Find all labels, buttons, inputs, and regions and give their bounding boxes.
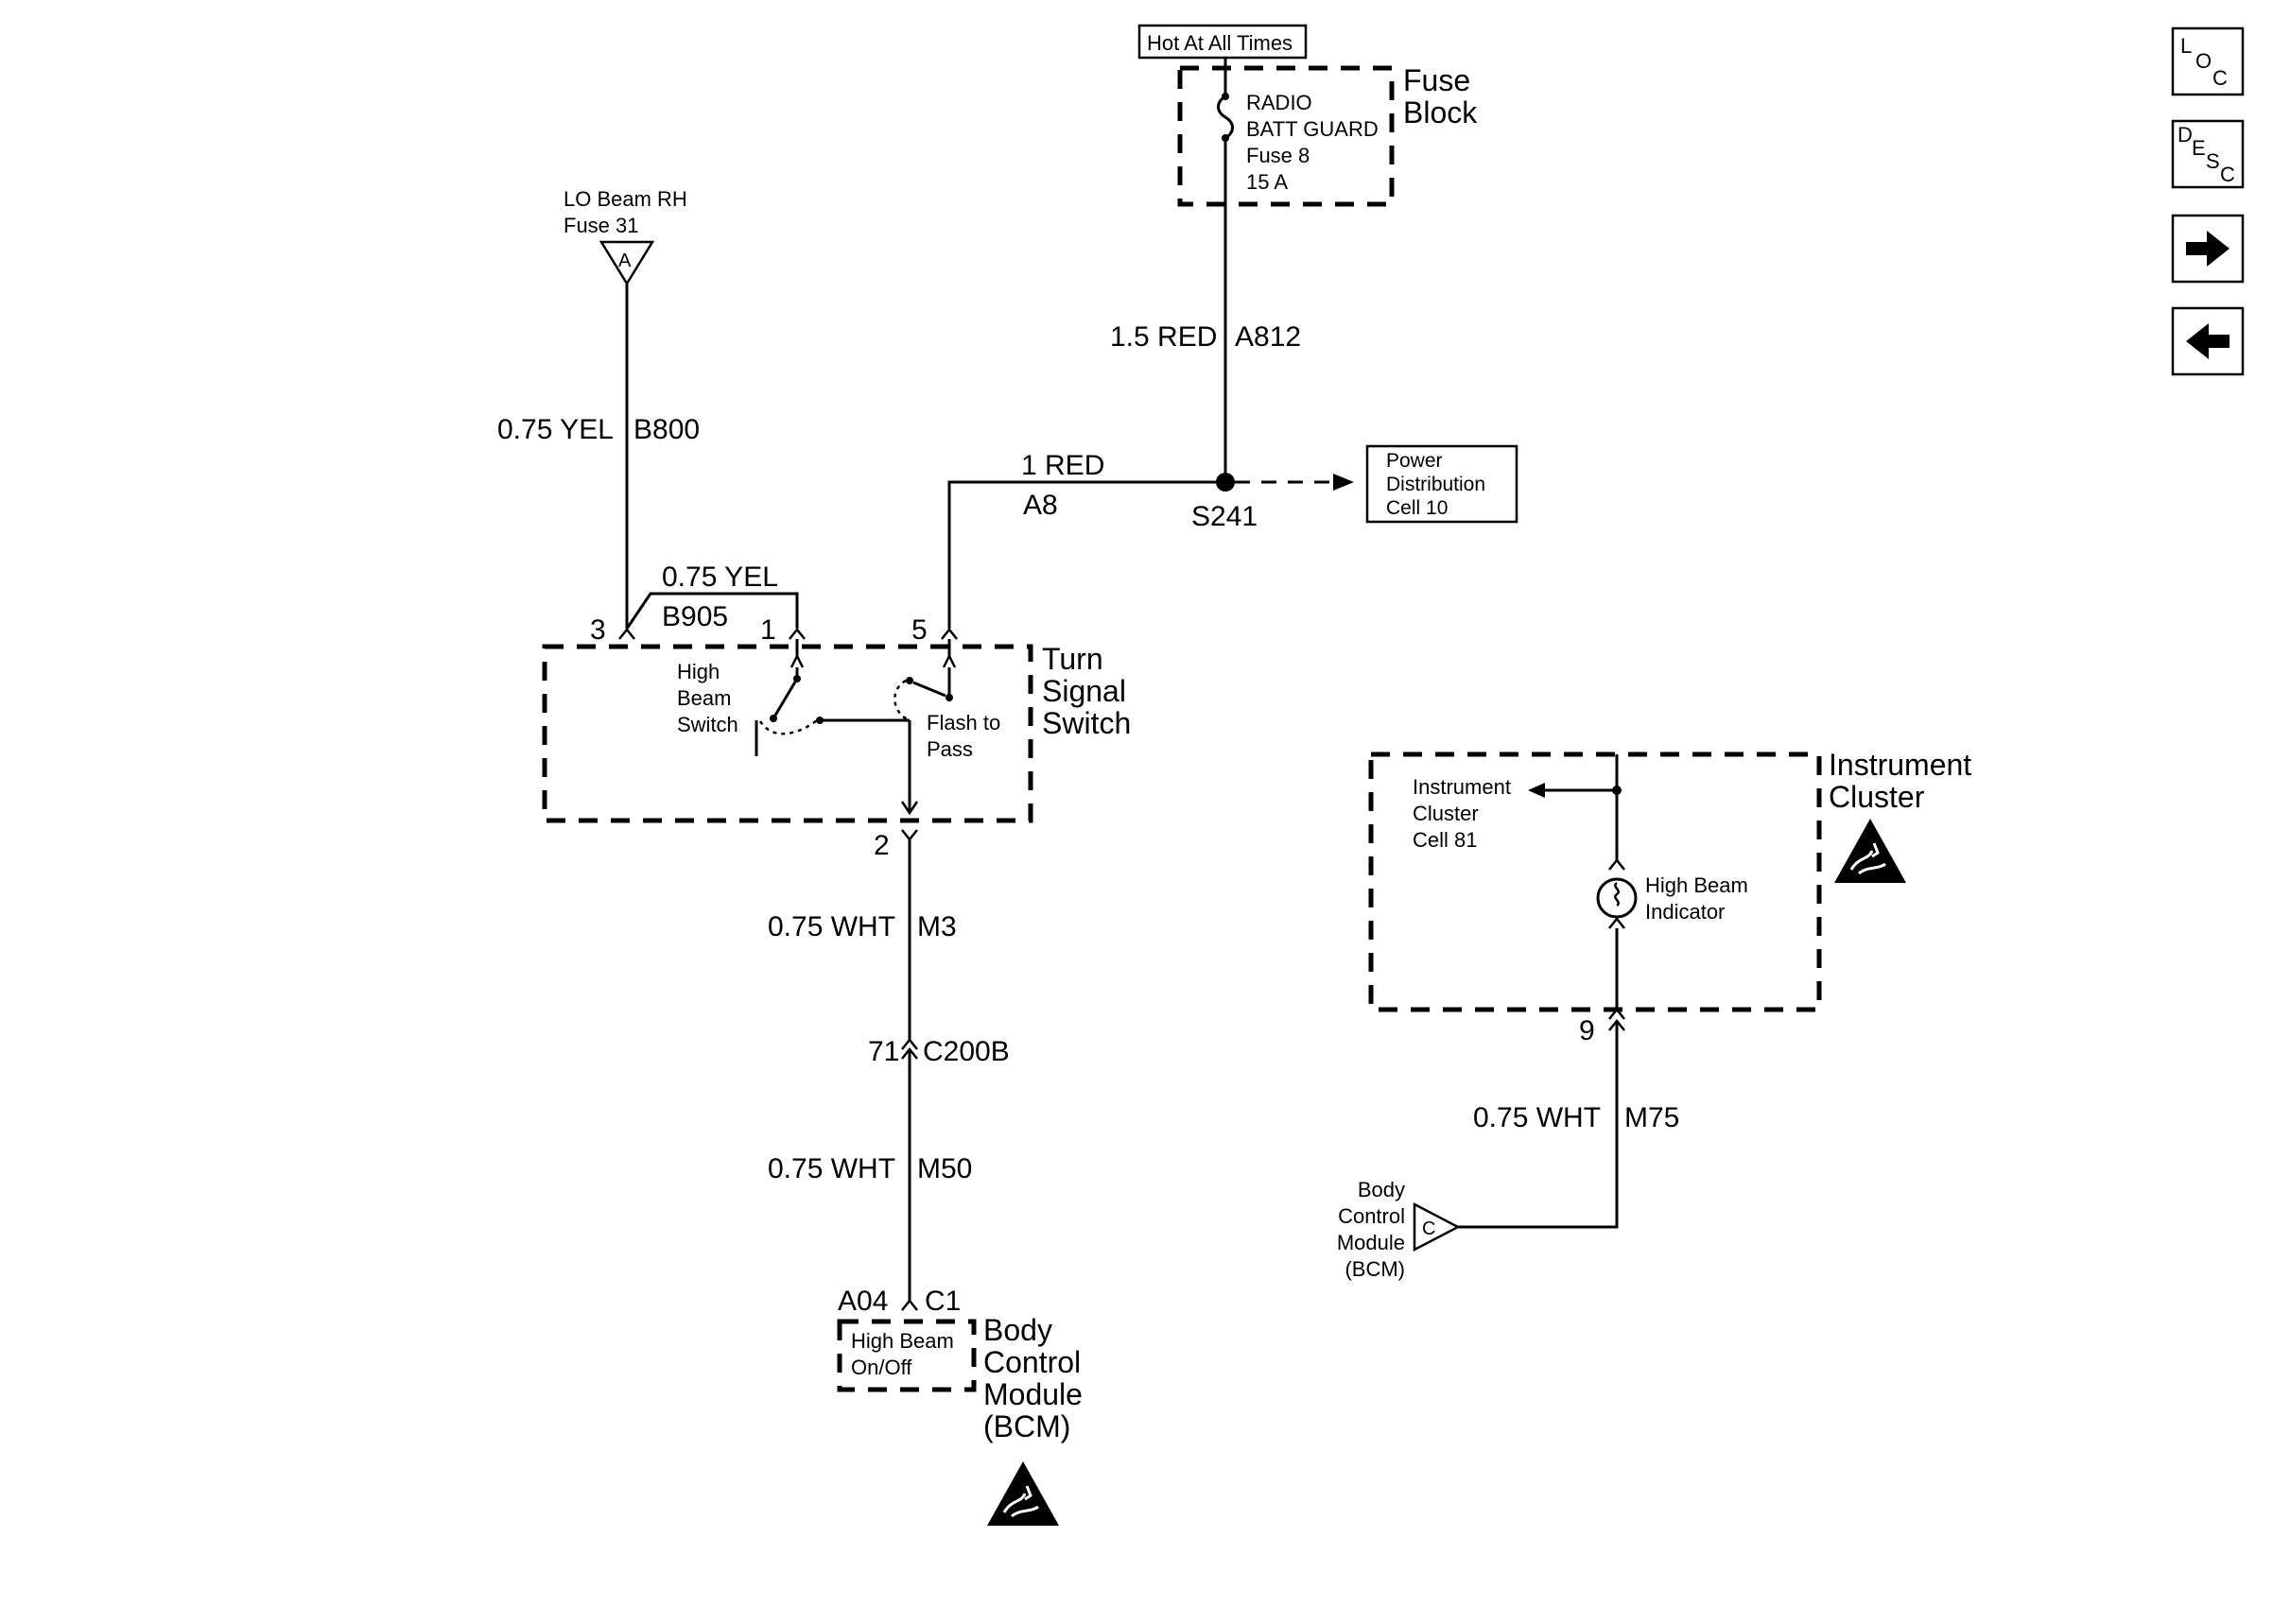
turn-signal-switch-box	[542, 644, 1033, 823]
fuse-8-symbol	[1217, 58, 1234, 473]
svg-text:Hot At All Times: Hot At All Times	[1147, 31, 1293, 55]
high-beam-label-2: Beam	[677, 686, 731, 710]
arrow-left-icon	[1528, 783, 1545, 798]
desc-button[interactable]: D E S C	[2171, 119, 2245, 189]
fuse-number: Fuse 8	[1246, 144, 1310, 167]
fuse-block-title-2: Block	[1403, 95, 1478, 130]
desc-letter-d: D	[2178, 123, 2193, 147]
svg-text:Cell 10: Cell 10	[1386, 497, 1448, 519]
cluster-pin-9-label: 9	[1579, 1015, 1595, 1046]
bcm-title-3: Module	[983, 1377, 1083, 1411]
fuse-block-title: Fuse	[1403, 63, 1470, 97]
pin-3-label: 3	[590, 614, 606, 646]
loc-letter-c: C	[2212, 66, 2228, 90]
bcm-title: Body	[983, 1313, 1052, 1347]
c200b-name-label: C200B	[923, 1036, 1010, 1067]
turn-signal-title-2: Signal	[1042, 674, 1126, 708]
power-distribution-reference[interactable]: Power Distribution Cell 10	[1365, 444, 1518, 524]
next-button[interactable]	[2171, 214, 2245, 284]
arrow-right-icon	[2186, 231, 2230, 267]
bcm-ref-label-2: Control	[1338, 1204, 1405, 1228]
svg-text:A: A	[618, 251, 632, 271]
wire-m75-circuit: M75	[1624, 1102, 1679, 1133]
bcm-high-beam-box	[837, 1319, 977, 1392]
desc-letter-e: E	[2192, 136, 2206, 160]
bcm-ref-label-4: (BCM)	[1345, 1257, 1405, 1281]
instrument-cluster-title: Instrument	[1829, 748, 1971, 782]
flash-to-pass-label: Flash to	[927, 711, 1000, 734]
bcm-ref-label-3: Module	[1337, 1231, 1405, 1254]
wire-a812-gauge: 1.5 RED	[1110, 321, 1217, 353]
bcm-title-4: (BCM)	[983, 1409, 1070, 1443]
pin-2-label: 2	[874, 830, 890, 861]
indicator-label-2: Indicator	[1645, 900, 1725, 924]
connector-c-symbol: C	[1413, 1201, 1461, 1253]
high-beam-switch-symbol	[755, 639, 824, 756]
indicator-label: High Beam	[1645, 873, 1748, 897]
high-beam-label-3: Switch	[677, 713, 738, 736]
connector-a-symbol: A	[599, 240, 655, 286]
wire-b905-gauge: 0.75 YEL	[662, 561, 778, 593]
wire-m50-circuit: M50	[917, 1153, 972, 1184]
desc-letter-c: C	[2220, 163, 2235, 186]
svg-text:C: C	[1422, 1218, 1435, 1239]
bcm-title-2: Control	[983, 1345, 1081, 1379]
flash-to-pass-switch-symbol	[894, 639, 957, 722]
high-beam-indicator-symbol	[1596, 877, 1638, 919]
turn-signal-title: Turn	[1042, 642, 1103, 676]
fuse-block-box	[1177, 65, 1395, 207]
arrow-right-icon	[1333, 474, 1354, 491]
high-beam-label: High	[677, 660, 720, 683]
cluster-ref-label[interactable]: Instrument	[1413, 775, 1511, 799]
wire-b800-circuit: B800	[633, 414, 700, 445]
desc-letter-s: S	[2206, 149, 2220, 173]
bcm-inner-label-2: On/Off	[851, 1356, 912, 1379]
turn-signal-title-3: Switch	[1042, 706, 1131, 740]
splice-label: S241	[1191, 501, 1258, 532]
pin-1-label: 1	[760, 614, 776, 646]
wire-m50-gauge: 0.75 WHT	[768, 1153, 895, 1184]
bcm-ref-label: Body	[1358, 1178, 1405, 1201]
flash-to-pass-label-2: Pass	[927, 737, 973, 761]
bcm-inner-label: High Beam	[851, 1329, 954, 1353]
loc-letter-o: O	[2195, 49, 2212, 73]
fuse-name: RADIO	[1246, 91, 1312, 114]
loc-button[interactable]: L O C	[2171, 26, 2245, 96]
svg-text:Distribution: Distribution	[1386, 474, 1485, 495]
esd-warning-icon	[1834, 819, 1906, 883]
c200b-pin-label: 71	[868, 1036, 899, 1067]
wire-a812-circuit: A812	[1235, 321, 1301, 353]
svg-text:Power: Power	[1386, 450, 1443, 472]
prev-button[interactable]	[2171, 306, 2245, 376]
fuse-name-2: BATT GUARD	[1246, 117, 1379, 141]
wire-b800-gauge: 0.75 YEL	[497, 414, 614, 445]
fuse-rating: 15 A	[1246, 170, 1288, 194]
wire-a8-gauge: 1 RED	[1021, 450, 1104, 481]
wire-b905-circuit: B905	[662, 601, 728, 632]
wire-m75-gauge: 0.75 WHT	[1473, 1102, 1601, 1133]
hot-at-all-times-label: Hot At All Times	[1137, 24, 1308, 60]
loc-letter-l: L	[2180, 34, 2192, 58]
pin-5-label: 5	[911, 614, 928, 646]
lo-beam-fuse: Fuse 31	[564, 214, 639, 237]
cluster-ref-label-3[interactable]: Cell 81	[1413, 828, 1477, 852]
instrument-cluster-title-2: Cluster	[1829, 780, 1925, 814]
bcm-pin-label: A04	[838, 1286, 888, 1317]
arrow-left-icon	[2186, 323, 2230, 359]
wire-m3-circuit: M3	[917, 911, 957, 942]
bcm-connector-label: C1	[925, 1286, 961, 1317]
wire-m3-gauge: 0.75 WHT	[768, 911, 895, 942]
lo-beam-label: LO Beam RH	[564, 187, 687, 211]
wire-a8-circuit: A8	[1023, 490, 1058, 521]
esd-warning-icon	[987, 1461, 1059, 1526]
cluster-ref-label-2[interactable]: Cluster	[1413, 802, 1479, 825]
